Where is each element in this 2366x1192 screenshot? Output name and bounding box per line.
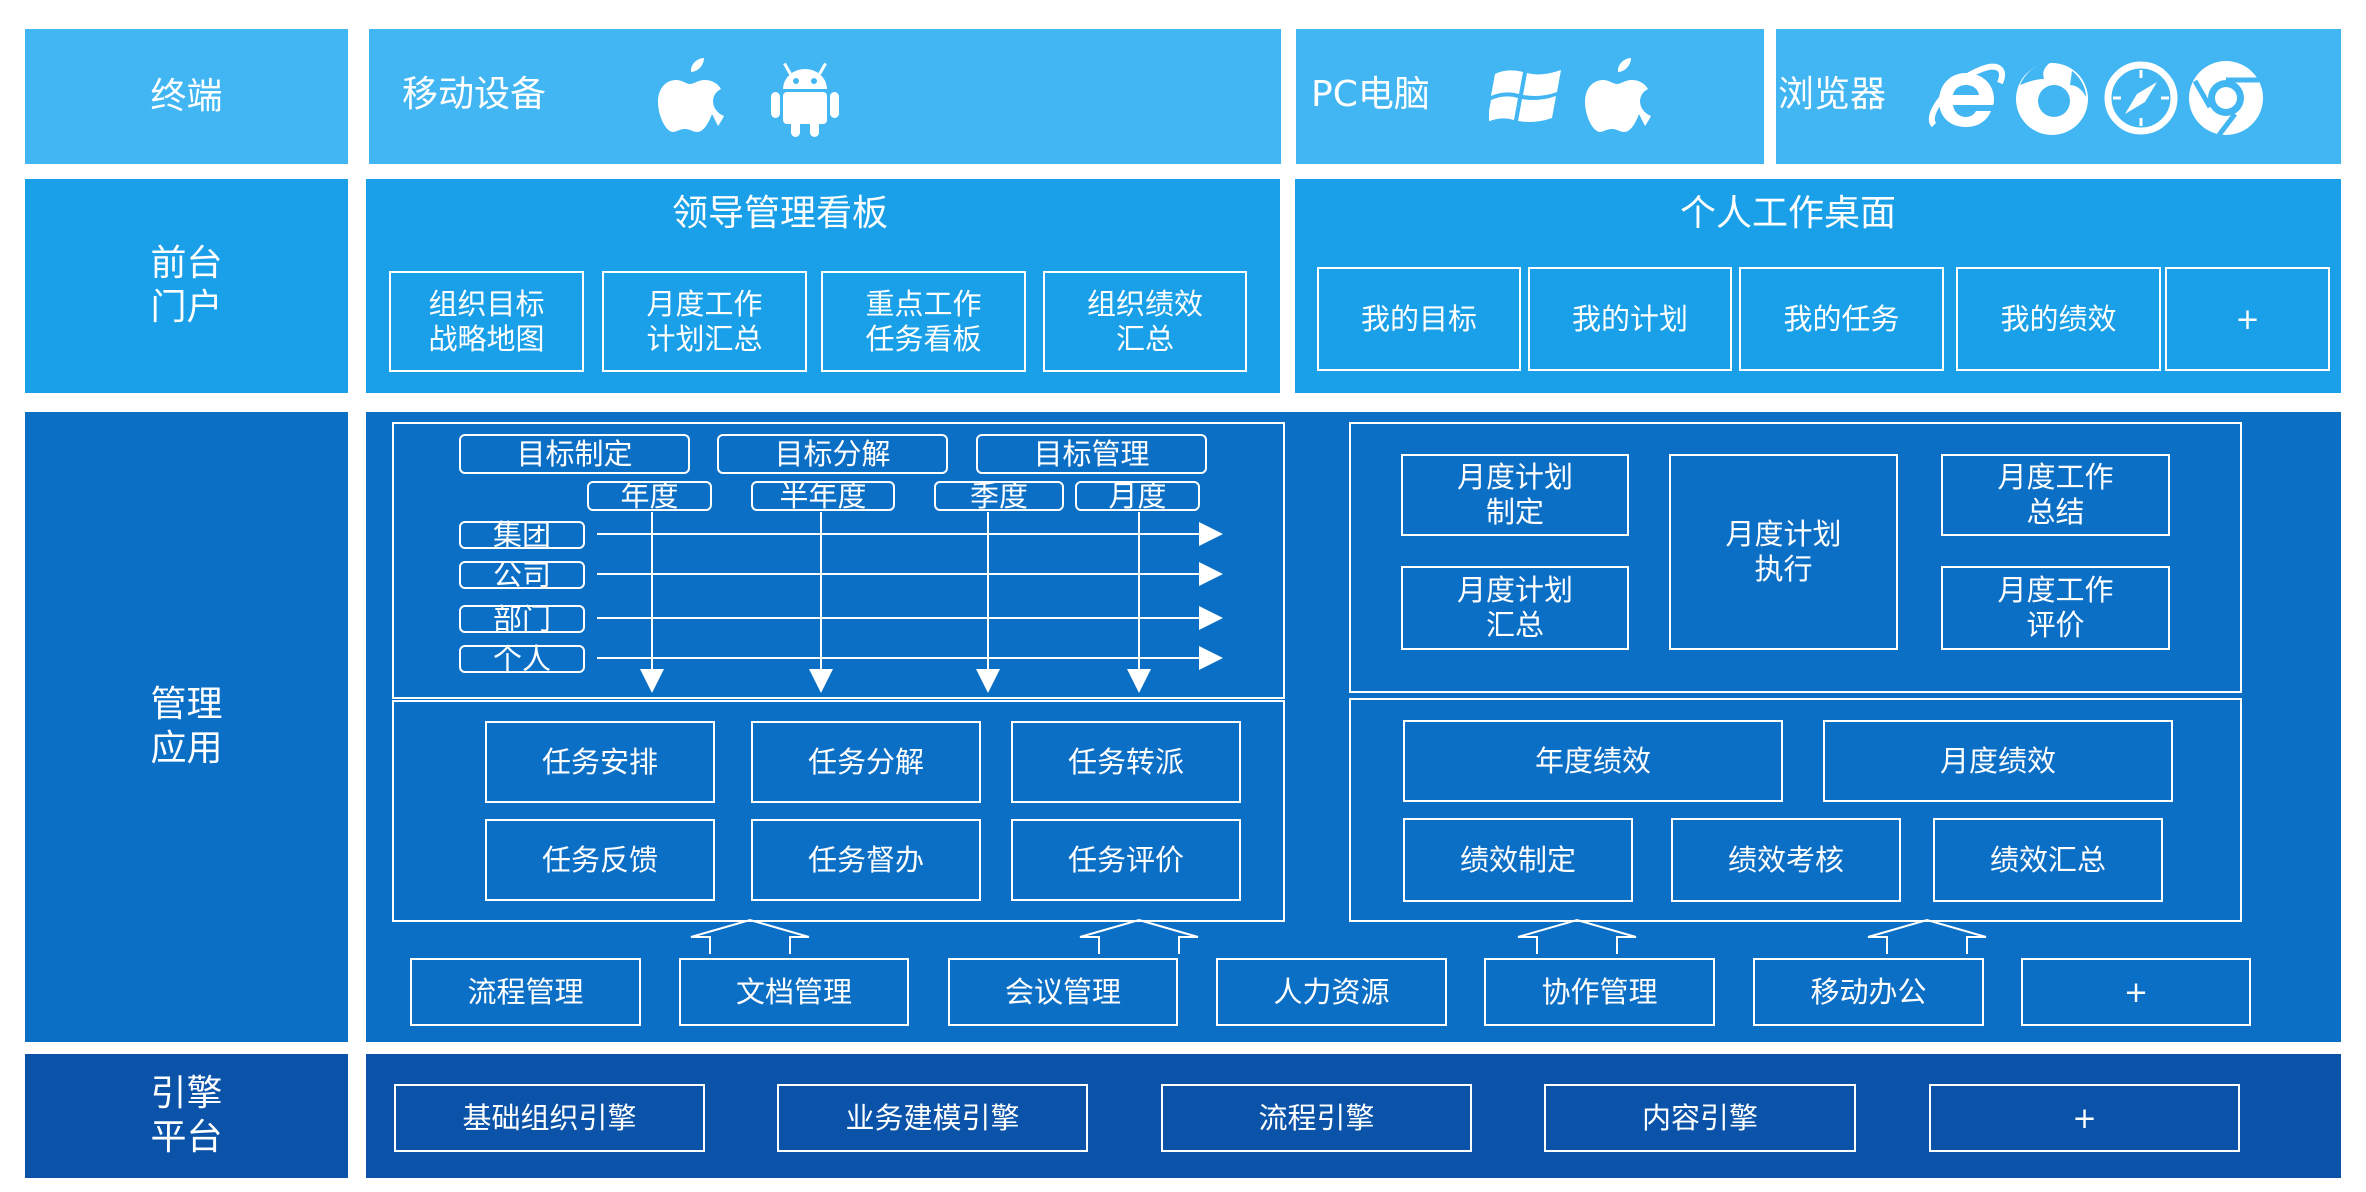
module-process[interactable]: 流程管理: [410, 958, 641, 1026]
engine-biz-modeling[interactable]: 业务建模引擎: [777, 1084, 1088, 1152]
leader-item-org-performance[interactable]: 组织绩效 汇总: [1043, 271, 1247, 372]
engine-content[interactable]: 内容引擎: [1544, 1084, 1856, 1152]
task-reassign[interactable]: 任务转派: [1011, 721, 1241, 803]
android-icon: [771, 62, 839, 137]
leader-item-key-task-board[interactable]: 重点工作 任务看板: [821, 271, 1026, 372]
apple-icon: [658, 58, 724, 132]
module-add[interactable]: +: [2021, 958, 2251, 1026]
engine-platform-panel: 基础组织引擎 业务建模引擎 流程引擎 内容引擎 +: [366, 1054, 2341, 1178]
row-label-engine: 引擎 平台: [25, 1054, 348, 1178]
monthly-plan-make[interactable]: 月度计划 制定: [1401, 454, 1629, 536]
chrome-icon: [2189, 61, 2263, 137]
goal-setting-pill[interactable]: 目标制定: [459, 434, 690, 474]
period-half-year-pill[interactable]: 半年度: [751, 480, 895, 512]
personal-desktop-panel: 个人工作桌面 我的目标 我的计划 我的任务 我的绩效 +: [1295, 179, 2341, 393]
level-individual-pill[interactable]: 个人: [459, 643, 585, 675]
row-label-portal: 前台 门户: [25, 179, 348, 393]
leader-item-monthly-plan[interactable]: 月度工作 计划汇总: [602, 271, 807, 372]
period-annual-pill[interactable]: 年度: [587, 480, 712, 512]
engine-process[interactable]: 流程引擎: [1161, 1084, 1472, 1152]
period-quarter-pill[interactable]: 季度: [934, 480, 1064, 512]
upward-arrows: [690, 918, 1987, 954]
ie-icon: [1929, 63, 2005, 128]
terminal-browser-panel: 浏览器: [1776, 29, 2341, 164]
monthly-work-summary[interactable]: 月度工作 总结: [1941, 454, 2170, 536]
engine-add[interactable]: +: [1929, 1084, 2240, 1152]
monthly-plan-execute[interactable]: 月度计划 执行: [1669, 454, 1898, 650]
level-company-pill[interactable]: 公司: [459, 559, 585, 591]
row-label-terminal: 终端: [25, 29, 348, 164]
up-arrow-1: [690, 918, 810, 954]
firefox-icon: [2016, 63, 2088, 135]
monthly-plan-frame: 月度计划 制定 月度计划 汇总 月度计划 执行 月度工作 总结 月度工作 评价: [1349, 422, 2242, 693]
goal-management-pill[interactable]: 目标管理: [976, 434, 1207, 474]
personal-item-my-goals[interactable]: 我的目标: [1317, 267, 1521, 371]
monthly-plan-summary[interactable]: 月度计划 汇总: [1401, 566, 1629, 650]
module-document[interactable]: 文档管理: [679, 958, 909, 1026]
task-feedback[interactable]: 任务反馈: [485, 819, 715, 901]
module-mobile-office[interactable]: 移动办公: [1753, 958, 1984, 1026]
management-app-panel: 目标制定 目标分解 目标管理 年度 半年度 季度 月度 集团 公司 部门 个人: [366, 412, 2341, 1042]
terminal-mobile-panel: 移动设备: [369, 29, 1281, 164]
performance-summary[interactable]: 绩效汇总: [1933, 818, 2163, 902]
windows-icon: [1489, 70, 1561, 122]
performance-setting[interactable]: 绩效制定: [1403, 818, 1633, 902]
goal-matrix-arrows: [597, 512, 1223, 693]
task-arrange[interactable]: 任务安排: [485, 721, 715, 803]
task-supervise[interactable]: 任务督办: [751, 819, 981, 901]
terminal-pc-label: PC电脑: [1311, 74, 1430, 115]
personal-desktop-title: 个人工作桌面: [1679, 193, 1896, 234]
terminal-mobile-label: 移动设备: [402, 74, 547, 115]
up-arrow-4: [1867, 918, 1987, 954]
personal-item-my-tasks[interactable]: 我的任务: [1739, 267, 1944, 371]
row-label-app: 管理 应用: [25, 412, 348, 1042]
up-arrow-2: [1079, 918, 1199, 954]
level-department-pill[interactable]: 部门: [459, 603, 585, 635]
personal-item-my-performance[interactable]: 我的绩效: [1956, 267, 2161, 371]
task-evaluate[interactable]: 任务评价: [1011, 819, 1241, 901]
period-month-pill[interactable]: 月度: [1075, 480, 1200, 512]
engine-org[interactable]: 基础组织引擎: [394, 1084, 705, 1152]
performance-monthly[interactable]: 月度绩效: [1823, 720, 2173, 802]
personal-item-add[interactable]: +: [2165, 267, 2330, 371]
task-frame: 任务安排 任务分解 任务转派 任务反馈 任务督办 任务评价: [392, 700, 1285, 922]
task-decompose[interactable]: 任务分解: [751, 721, 981, 803]
leader-item-strategy-map[interactable]: 组织目标 战略地图: [389, 271, 584, 372]
terminal-pc-panel: PC电脑: [1296, 29, 1764, 164]
up-arrow-3: [1517, 918, 1637, 954]
module-hr[interactable]: 人力资源: [1216, 958, 1447, 1026]
goal-decomposition-pill[interactable]: 目标分解: [717, 434, 948, 474]
goal-management-frame: 目标制定 目标分解 目标管理 年度 半年度 季度 月度 集团 公司 部门 个人: [392, 422, 1285, 699]
performance-assessment[interactable]: 绩效考核: [1671, 818, 1901, 902]
leader-dashboard-title: 领导管理看板: [671, 193, 888, 234]
module-meeting[interactable]: 会议管理: [948, 958, 1178, 1026]
leader-dashboard-panel: 领导管理看板 组织目标 战略地图 月度工作 计划汇总 重点工作 任务看板 组织绩…: [366, 179, 1280, 393]
monthly-work-evaluation[interactable]: 月度工作 评价: [1941, 566, 2170, 650]
performance-frame: 年度绩效 月度绩效 绩效制定 绩效考核 绩效汇总: [1349, 698, 2242, 922]
personal-item-my-plans[interactable]: 我的计划: [1528, 267, 1732, 371]
apple-icon: [1585, 58, 1651, 132]
level-group-pill[interactable]: 集团: [459, 519, 585, 551]
safari-icon: [2104, 61, 2178, 135]
module-collaboration[interactable]: 协作管理: [1484, 958, 1715, 1026]
terminal-browser-label: 浏览器: [1778, 74, 1887, 115]
performance-annual[interactable]: 年度绩效: [1403, 720, 1783, 802]
